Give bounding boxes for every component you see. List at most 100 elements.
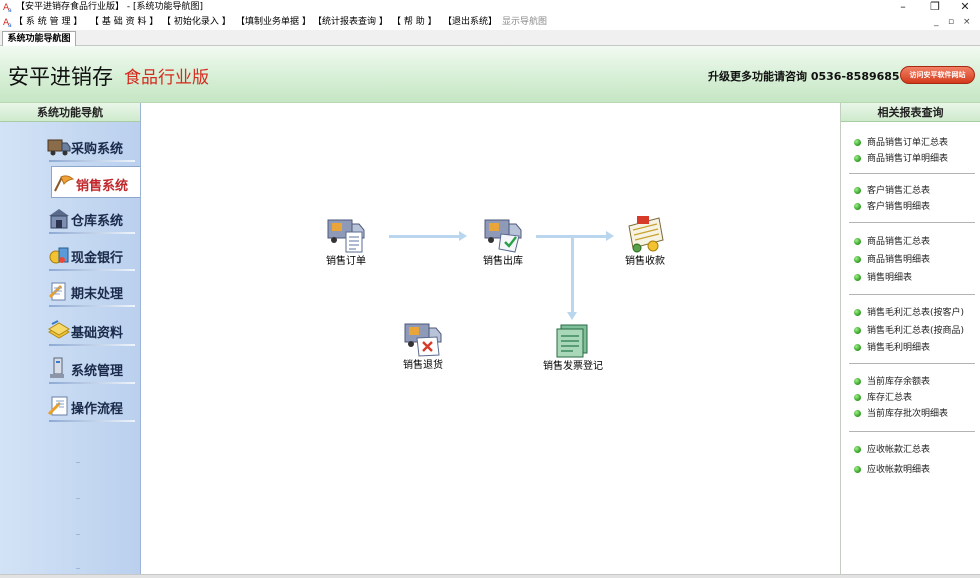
sales-delivery-icon <box>484 219 522 253</box>
report-link[interactable]: 商品销售订单明细表 <box>854 154 948 165</box>
report-link[interactable]: 销售毛利汇总表(按客户) <box>854 308 964 319</box>
flow-arrow-order-to-delivery <box>389 231 467 241</box>
report-link[interactable]: 客户销售汇总表 <box>854 186 930 197</box>
nav-item-warehouse[interactable]: 仓库系统 <box>47 202 139 234</box>
flow-label-sales-delivery: 销售出库 <box>483 256 523 267</box>
minimize-button[interactable]: – <box>900 0 906 13</box>
flow-node-invoice-register[interactable]: 销售发票登记 <box>538 319 608 373</box>
nav-divider <box>49 232 135 234</box>
upgrade-contact: 升级更多功能请咨询 0536-8589685 <box>708 70 900 83</box>
nav-item-workflow[interactable]: 操作流程 <box>47 390 139 422</box>
mdi-minimize-button[interactable]: _ <box>934 17 939 27</box>
title-bar: A a 【安平进销存食品行业版】 - [系统功能导航图] – ❐ ✕ <box>0 0 980 15</box>
nav-label-period-end: 期末处理 <box>71 287 124 302</box>
flow-arrow-delivery-to-invoice <box>567 236 577 320</box>
nav-item-cash-bank[interactable]: 现金银行 <box>47 239 139 271</box>
bullet-icon <box>854 155 861 162</box>
flow-node-sales-return[interactable]: 销售退货 <box>388 318 458 372</box>
flow-label-sales-return: 销售退货 <box>403 360 443 371</box>
nav-scroll-tick <box>76 462 80 463</box>
brand-name: 安平进销存 <box>8 65 113 89</box>
menu-report-query[interactable]: 【统计报表查询 】 <box>313 17 388 27</box>
document-tab-strip: 系统功能导航图 <box>0 30 980 46</box>
nav-divider <box>49 160 135 162</box>
bullet-icon <box>854 394 861 401</box>
nav-divider <box>49 305 135 307</box>
flow-node-sales-order[interactable]: 销售订单 <box>311 214 381 268</box>
visit-website-button[interactable]: 访问安平软件网站 <box>900 66 975 84</box>
invoice-register-icon <box>556 324 588 358</box>
svg-text:a: a <box>8 7 12 12</box>
report-link[interactable]: 应收帐款汇总表 <box>854 445 930 456</box>
bullet-icon <box>854 187 861 194</box>
nav-label-cash-bank: 现金银行 <box>71 251 124 266</box>
tab-navigation-map[interactable]: 系统功能导航图 <box>2 31 76 46</box>
mdi-restore-button[interactable]: ▫ <box>948 17 955 27</box>
header-banner: 安平进销存 食品行业版 升级更多功能请咨询 0536-8589685 访问安平软… <box>0 46 980 103</box>
restore-button[interactable]: ❐ <box>930 0 940 13</box>
menu-exit[interactable]: 【退出系统】 <box>443 17 498 27</box>
report-group-divider <box>849 222 975 223</box>
report-link[interactable]: 应收帐款明细表 <box>854 465 930 476</box>
bullet-icon <box>854 309 861 316</box>
nav-divider <box>49 382 135 384</box>
menu-system-admin[interactable]: 【 系 统 管 理 】 <box>14 17 83 27</box>
report-link[interactable]: 销售毛利明细表 <box>854 343 930 354</box>
flow-label-invoice-register: 销售发票登记 <box>543 361 603 372</box>
nav-label-purchase: 采购系统 <box>71 142 124 157</box>
mdi-child-icon: A a <box>3 18 12 27</box>
bullet-icon <box>854 446 861 453</box>
report-link[interactable]: 销售明细表 <box>854 273 912 284</box>
flow-label-sales-receipt: 销售收款 <box>625 256 665 267</box>
mdi-close-button[interactable]: × <box>963 17 971 27</box>
cash-bank-icon <box>49 247 69 264</box>
report-link[interactable]: 销售毛利汇总表(按商品) <box>854 326 964 337</box>
bullet-icon <box>854 327 861 334</box>
left-navigation-panel: 系统功能导航 采购系统 销售系统 仓库系统 <box>0 103 141 578</box>
nav-label-base-data: 基础资料 <box>71 326 124 341</box>
report-link[interactable]: 当前库存余额表 <box>854 377 930 388</box>
close-button[interactable]: ✕ <box>960 0 970 13</box>
bullet-icon <box>854 203 861 210</box>
sales-flag-icon <box>54 175 75 192</box>
menu-base-data[interactable]: 【 基 础 资 料 】 <box>90 17 159 27</box>
flow-node-sales-delivery[interactable]: 销售出库 <box>468 214 538 268</box>
menu-init-entry[interactable]: 【 初始化录入 】 <box>162 17 231 27</box>
nav-divider <box>49 269 135 271</box>
report-link[interactable]: 库存汇总表 <box>854 393 912 404</box>
left-nav-title: 系统功能导航 <box>0 103 140 122</box>
report-link[interactable]: 商品销售明细表 <box>854 255 930 266</box>
nav-scroll-tick <box>76 534 80 535</box>
nav-divider <box>49 344 135 346</box>
app-logo-icon: A a <box>3 3 12 12</box>
nav-item-sales[interactable]: 销售系统 <box>51 166 140 198</box>
bullet-icon <box>854 466 861 473</box>
svg-text:a: a <box>8 22 12 27</box>
report-link[interactable]: 商品销售汇总表 <box>854 237 930 248</box>
menu-help[interactable]: 【 帮 助 】 <box>392 17 437 27</box>
nav-item-base-data[interactable]: 基础资料 <box>47 314 139 346</box>
report-link[interactable]: 商品销售订单汇总表 <box>854 138 948 149</box>
nav-label-sales: 销售系统 <box>76 179 129 194</box>
menu-business-docs[interactable]: 【填制业务单据 】 <box>236 17 311 27</box>
workflow-icon <box>47 396 68 416</box>
nav-scroll-tick <box>76 568 80 569</box>
truck-icon <box>47 139 71 156</box>
bullet-icon <box>854 256 861 263</box>
report-link[interactable]: 当前库存批次明细表 <box>854 409 948 420</box>
nav-item-system-admin[interactable]: 系统管理 <box>47 352 139 384</box>
nav-scroll-tick <box>76 498 80 499</box>
period-end-icon <box>48 282 66 301</box>
bullet-icon <box>854 274 861 281</box>
warehouse-icon <box>49 209 69 229</box>
report-group-divider <box>849 294 975 295</box>
nav-label-workflow: 操作流程 <box>71 402 124 417</box>
nav-item-period-end[interactable]: 期末处理 <box>47 275 139 307</box>
related-reports-panel: 相关报表查询 商品销售订单汇总表 商品销售订单明细表 客户销售汇总表 客户销售明… <box>840 103 980 578</box>
flow-node-sales-receipt[interactable]: 销售收款 <box>610 212 680 268</box>
report-link[interactable]: 客户销售明细表 <box>854 202 930 213</box>
report-group-divider <box>849 363 975 364</box>
status-bar <box>0 574 980 578</box>
bullet-icon <box>854 410 861 417</box>
nav-item-purchase[interactable]: 采购系统 <box>47 130 139 162</box>
